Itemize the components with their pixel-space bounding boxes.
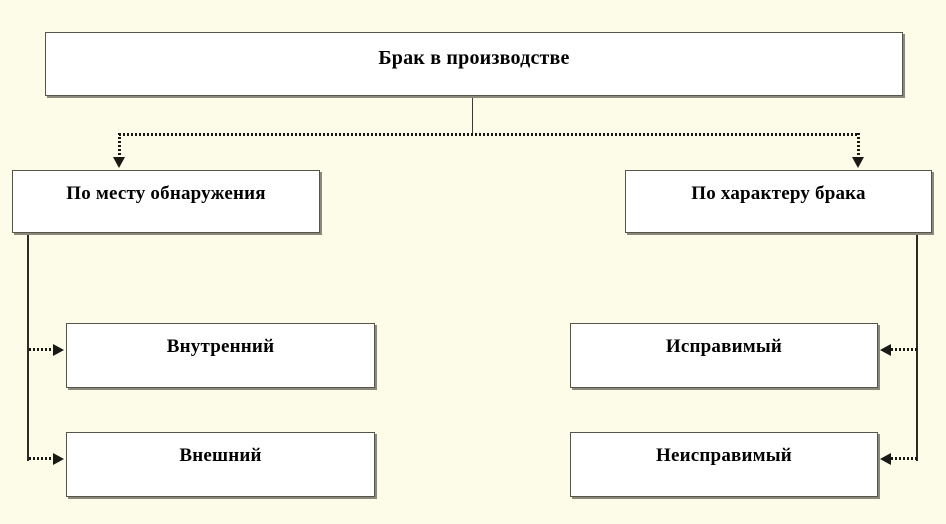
- node-internal[interactable]: Внутренний: [66, 323, 375, 388]
- node-root-defects-in-production[interactable]: Брак в производстве: [45, 32, 903, 96]
- arrow-down-icon-by-nature: [852, 157, 864, 168]
- node-label: Неисправимый: [656, 445, 792, 466]
- connector-root-crossbar: [119, 133, 859, 136]
- arrow-left-icon-repairable: [880, 344, 891, 356]
- arrow-right-icon-external: [53, 453, 64, 465]
- connector-by-nature-to-irreparable: [891, 457, 918, 460]
- connector-by-place-spine: [27, 233, 29, 461]
- connector-by-nature-to-repairable: [891, 348, 918, 351]
- node-repairable[interactable]: Исправимый: [570, 323, 878, 388]
- connector-by-place-to-internal: [29, 348, 56, 351]
- node-by-nature-of-defect[interactable]: По характеру брака: [625, 170, 932, 233]
- node-irreparable[interactable]: Неисправимый: [570, 432, 878, 497]
- connector-by-place-to-external: [29, 457, 56, 460]
- node-label: Внешний: [179, 445, 262, 466]
- connector-root-to-by-nature: [857, 133, 860, 159]
- node-external[interactable]: Внешний: [66, 432, 375, 497]
- node-label: Внутренний: [166, 336, 275, 357]
- connector-root-stem: [472, 96, 473, 135]
- node-label: По характеру брака: [691, 183, 866, 204]
- arrow-right-icon-internal: [53, 344, 64, 356]
- arrow-left-icon-irreparable: [880, 453, 891, 465]
- node-label: Брак в производстве: [378, 47, 570, 69]
- node-by-place-of-detection[interactable]: По месту обнаружения: [12, 170, 320, 233]
- arrow-down-icon-by-place: [113, 157, 125, 168]
- connector-root-to-by-place: [118, 133, 121, 159]
- node-label: Исправимый: [665, 336, 783, 357]
- node-label: По месту обнаружения: [66, 183, 266, 204]
- connector-by-nature-spine: [916, 233, 918, 461]
